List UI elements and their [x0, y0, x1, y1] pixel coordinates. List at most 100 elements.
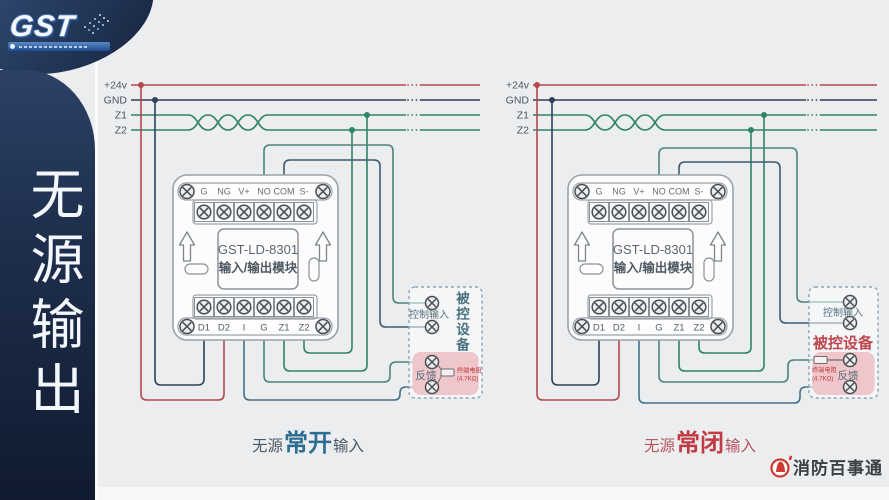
up-arrow-icon	[709, 231, 727, 262]
module-title: GST-LD-8301	[613, 242, 693, 257]
screw-cross	[427, 322, 437, 332]
junction-dot	[152, 97, 158, 103]
screw-cross	[634, 207, 644, 217]
terminal-label-top: NO	[257, 187, 271, 197]
screw-cross	[259, 207, 269, 217]
terminal-label-bottom: D1	[198, 323, 210, 334]
bus-continuation-dots	[807, 129, 809, 131]
screw-cross	[318, 321, 328, 332]
screw-cross	[239, 207, 249, 217]
screw-cross	[654, 302, 664, 312]
diagram-caption: 无源常闭输入	[644, 430, 756, 457]
screw-cross	[239, 302, 249, 312]
gst-logo: GST	[8, 10, 138, 60]
device-name-label: 备	[455, 337, 470, 353]
screw-cross	[199, 302, 209, 312]
terminal-label-top: G	[595, 187, 602, 197]
resistor-value-label: (4.7KΩ)	[457, 376, 478, 383]
terminal-label-bottom: Z2	[693, 323, 704, 334]
brand-icon-figure	[776, 461, 785, 472]
resistor-value-label: 终端电阻	[812, 366, 837, 374]
wire	[140, 84, 225, 401]
module-subtitle: 输入/输出模块	[614, 260, 693, 275]
bus-continuation-dots	[407, 84, 409, 86]
up-arrow-icon	[573, 231, 591, 262]
feedback-label: 反馈	[416, 369, 437, 382]
screw-cross	[845, 355, 855, 365]
screw-cross	[694, 207, 704, 217]
module-nameplate	[612, 228, 694, 290]
screw-cross	[713, 186, 723, 197]
bus-continuation-dots	[411, 129, 414, 131]
caption-main: 常开	[284, 430, 332, 457]
caption-prefix: 无源	[644, 437, 675, 455]
bus-continuation-dots	[411, 114, 414, 116]
screw-panel-top	[192, 199, 318, 225]
bus-continuation-dots	[807, 114, 809, 116]
bus-line	[131, 114, 406, 131]
diagram-1: +24vGNDZ1Z2GD1NGD2V+INOGCOMZ1S-Z2GST-LD-…	[104, 80, 483, 457]
screw-cross	[279, 302, 289, 312]
screw-cross	[845, 382, 855, 392]
wire	[678, 114, 765, 372]
bus-label: Z1	[517, 110, 529, 122]
bus-continuation-dots	[407, 114, 409, 116]
screw-cross	[427, 382, 437, 392]
control-input-label: 控制输入	[823, 306, 863, 319]
gst-logo-text: GST	[8, 10, 77, 43]
terminal-strip-bottom	[572, 317, 728, 336]
brand-name: 消防百事通	[793, 458, 883, 478]
wire	[263, 144, 426, 304]
bottom-strip	[97, 487, 889, 500]
caption-prefix: 无源	[252, 437, 283, 455]
resistor-lead	[436, 374, 443, 385]
bus-label: Z1	[115, 110, 127, 122]
terminal-label-top: S-	[695, 187, 704, 197]
gst-logo-bar	[8, 42, 110, 51]
terminal-label-top: NG	[217, 187, 231, 197]
junction-dot	[761, 112, 767, 118]
screw-cross	[259, 302, 269, 312]
bus-continuation-dots	[411, 84, 414, 86]
junction-dot	[364, 112, 370, 118]
pill-slot-right	[308, 257, 320, 282]
junction-dot	[138, 82, 144, 88]
sidebar-separator	[95, 0, 98, 500]
resistor-icon	[440, 368, 455, 377]
screw-cross	[674, 302, 684, 312]
wire	[263, 337, 426, 383]
wire	[638, 337, 844, 404]
bus-continuation-dots	[819, 84, 822, 86]
diagram-2: +24vGNDZ1Z2GD1NGD2V+INOGCOMZ1S-Z2GST-LD-…	[506, 80, 879, 457]
junction-dot	[349, 127, 355, 133]
terminal-label-bottom: Z1	[673, 323, 684, 334]
bus-line	[533, 114, 806, 131]
bus-continuation-dots	[815, 129, 818, 131]
screw-cross	[199, 207, 209, 217]
bus-line	[131, 114, 406, 131]
terminal-label-bottom: Z1	[278, 323, 289, 334]
screw-cross	[427, 357, 437, 367]
feedback-label: 反馈	[838, 369, 859, 382]
sidebar-title: 无源输出	[22, 166, 82, 426]
bus-continuation-dots	[815, 114, 818, 116]
bus-line	[533, 114, 806, 131]
pill-slot-left	[579, 263, 604, 275]
screw-cross	[594, 207, 604, 217]
bus-label: +24v	[506, 80, 530, 92]
terminal-label-top: COM	[669, 187, 690, 197]
screw-cross	[577, 186, 587, 197]
terminal-label-bottom: D2	[218, 323, 230, 334]
pill-slot-right	[703, 257, 715, 282]
device-name-label: 设	[456, 322, 470, 337]
junction-dot	[549, 97, 555, 103]
wire	[303, 129, 353, 354]
bus-label: GND	[104, 95, 128, 107]
caption-suffix: 输入	[333, 437, 364, 455]
bus-continuation-dots	[811, 99, 814, 101]
screw-cross	[713, 321, 723, 332]
bus-continuation-dots	[419, 99, 422, 101]
